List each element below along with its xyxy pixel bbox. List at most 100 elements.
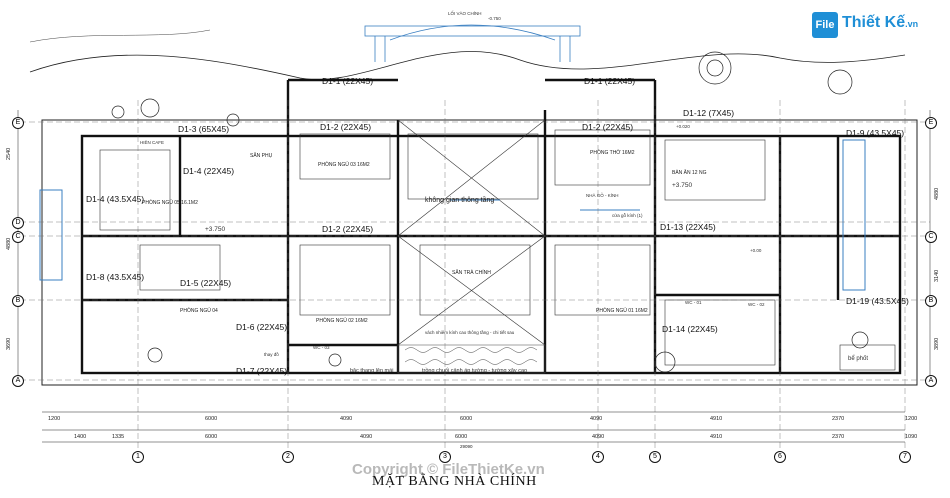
beam-label: D1-14 (22X45) [662,324,718,334]
dimension-lines [17,110,931,443]
room-label: SÂN TRÀ CHÍNH [452,270,491,276]
beam-label: D1-8 (43.5X45) [86,272,145,282]
site-logo[interactable]: File Thiết Kế.vn [812,10,922,42]
beam-label: D1-2 (22X45) [582,122,634,132]
dimension-text: 4910 [710,434,723,440]
axis-marker: 4 [592,451,604,463]
dimension-text: 4090 [590,416,603,422]
axis-marker: E [12,117,24,129]
axis-marker: 1 [132,451,144,463]
beam-label: D1-2 (22X45) [322,224,374,234]
terrain-line [29,51,906,80]
dimension-text: 6000 [205,434,218,440]
room-label: NHÀ GỖ - KÍNH [586,193,619,198]
dimension-text: 3890 [934,337,940,350]
level-mark: -0.750 [488,16,501,21]
beam-label: D1-19 (43.5X45) [846,296,909,306]
beam-label: D1-9 (43.5X45) [846,128,905,138]
room-label: PHÒNG NGỦ 02 16M2 [316,318,368,324]
beam-label: D1-4 (43.5X45) [86,194,145,204]
beam-label: D1-4 (22X45) [183,166,235,176]
axis-marker: B [12,295,24,307]
room-label: WC - 03 [313,345,330,350]
room-label: bậc thang lên mái [350,368,394,374]
beam-label: D1-1 (22X45) [584,76,636,86]
dimension-text: 2540 [6,147,12,160]
dimension-text: 4090 [592,434,605,440]
level-mark: +3.750 [205,226,226,233]
level-mark: +0.00 [750,248,762,253]
beam-label: D1-2 (22X45) [320,122,372,132]
room-label: PHÒNG NGỦ 03 16M2 [318,162,370,168]
room-label: HIÊN CAFE [140,140,165,145]
beam-label: D1-5 (22X45) [180,278,232,288]
room-label: WC - 01 [685,300,702,305]
beam-label: D1-13 (22X45) [660,222,716,232]
beam-label: D1-6 (22X45) [236,322,288,332]
room-label: trồng chuối cảnh áp tường - tường xây ca… [422,368,528,374]
watermark-text: Copyright © FileThietKe.vn [352,461,545,478]
room-label: WC - 02 [748,302,765,307]
beam-label: D1-3 (65X45) [178,124,230,134]
dimension-total: 29090 [460,444,473,449]
drawing-title: MẶT BẰNG NHÀ CHÍNH [372,474,537,489]
interior-lines [99,119,896,371]
axis-marker: A [12,375,24,387]
beam-label: D1-1 (22X45) [322,76,374,86]
room-label: PHÒNG NGỦ 04 [180,308,218,314]
dimension-text: 2370 [832,416,845,422]
blue-elements [39,139,866,291]
dimension-text: 4880 [6,237,12,250]
axis-marker: C [925,231,937,243]
beam-label: D1-12 (7X45) [683,108,735,118]
room-label: thay đồ [264,352,279,357]
stone-band [397,344,546,374]
dimension-text: 4090 [360,434,373,440]
dimension-text: 6000 [460,416,473,422]
room-label: PHÒNG THỜ 16M2 [590,150,635,156]
axis-marker: C [12,231,24,243]
dimension-text: 4090 [340,416,353,422]
axis-lines [20,100,930,455]
dimension-text: 1400 [74,434,87,440]
dimension-text: 2370 [832,434,845,440]
level-mark: +0.020 [676,124,690,129]
logo-name: Thiết Kế [842,14,906,31]
room-label: LỐI VÀO CHÍNH [448,11,482,16]
dimension-text: 3140 [934,269,940,282]
dimension-text: 4880 [934,187,940,200]
dimension-text: 3690 [6,337,12,350]
axis-marker: A [925,375,937,387]
axis-marker: E [925,117,937,129]
room-label: vách nhiêm kính cao thông tầng - chi tiế… [425,330,515,335]
entrance-pergola [364,24,581,62]
dimension-text: 1200 [48,416,61,422]
trees [111,51,869,373]
room-label: PHÒNG NGỦ 05 16.1M2 [142,200,198,206]
room-label: BÀN ĂN 12 NG [672,170,707,176]
axis-marker: D [12,217,24,229]
axis-marker: 7 [899,451,911,463]
axis-marker: 3 [439,451,451,463]
terrain-line-2 [29,29,211,43]
axis-marker: B [925,295,937,307]
logo-domain: .vn [905,19,919,29]
dimension-text: 1200 [905,416,918,422]
room-label: không gian thông tầng [425,197,495,204]
outer-boundary [41,119,918,386]
dimension-text: 4910 [710,416,723,422]
axis-marker: 5 [649,451,661,463]
room-label: cửa gỗ kính (1) [612,213,643,218]
room-label: PHÒNG NGỦ 01 16M2 [596,308,648,314]
dimension-text: 1335 [112,434,125,440]
level-mark: +3.750 [672,182,693,189]
dimension-text: 6000 [455,434,468,440]
room-label: bể phốt [848,356,869,362]
dimension-text: 6000 [205,416,218,422]
axis-marker: 6 [774,451,786,463]
beam-label: D1-7 (22X45) [236,366,288,376]
room-label: SÂN PHỤ [250,153,273,159]
logo-icon: File [812,12,838,38]
axis-marker: 2 [282,451,294,463]
